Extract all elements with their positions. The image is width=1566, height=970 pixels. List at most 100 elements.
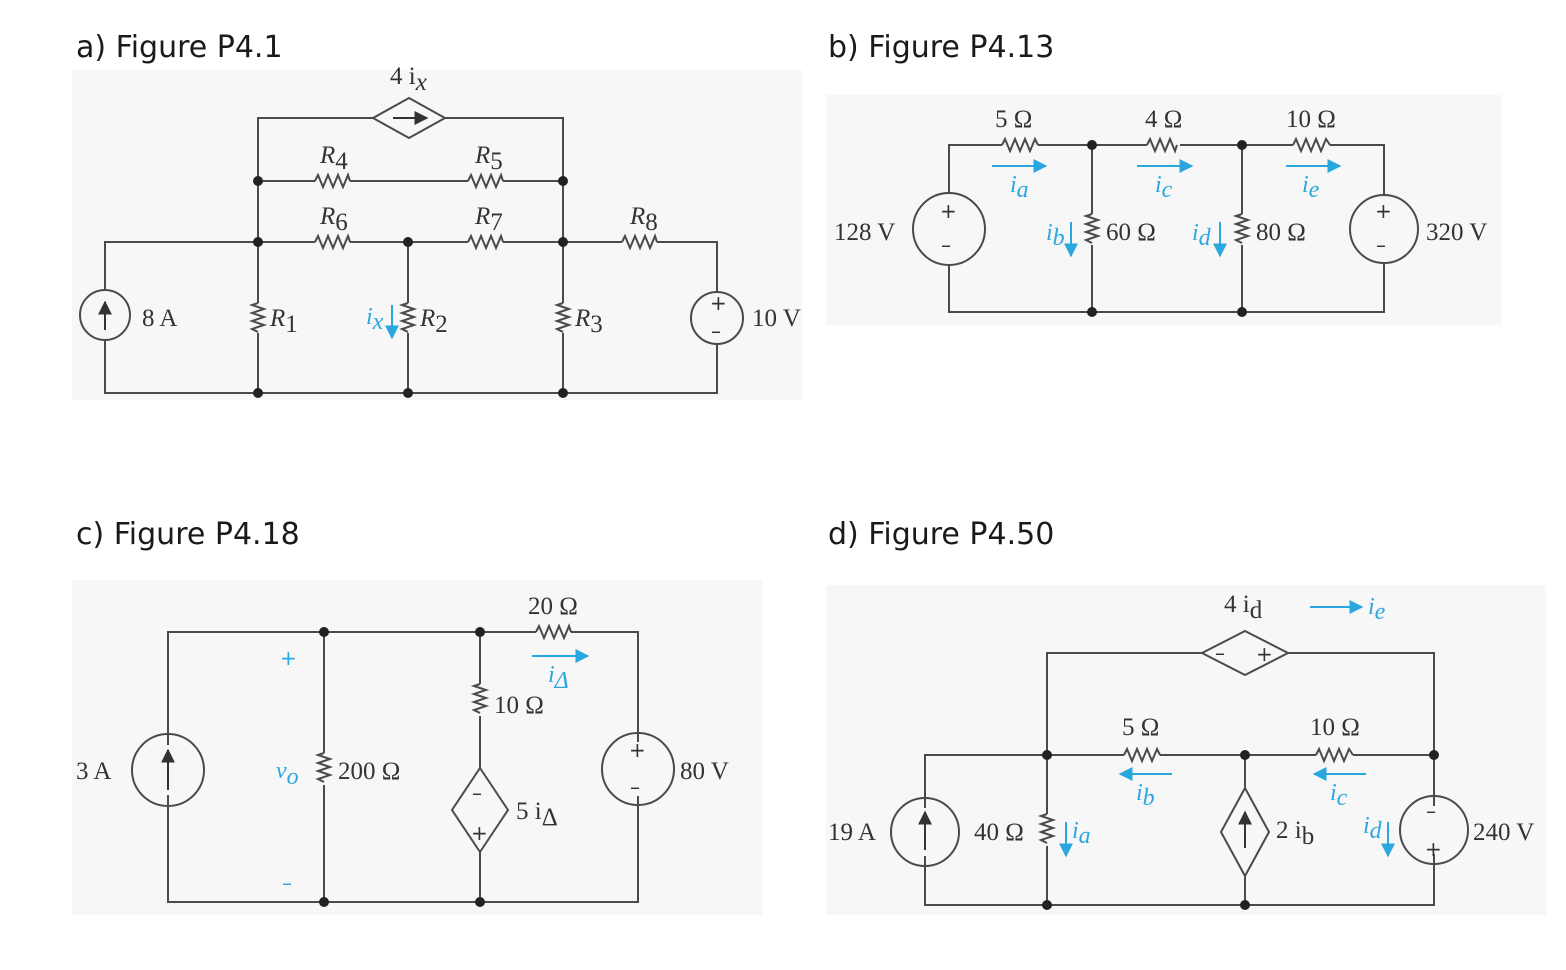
caption-figure-b: b) Figure P4.13 [828, 30, 1055, 65]
svg-text:4 id: 4 id [1224, 591, 1263, 624]
figure-d-labels: 4 id ie 5 Ω 10 Ω 40 Ω ib ic ia id 19 A 2… [828, 591, 1534, 850]
label-80v: 80 V [680, 758, 729, 785]
dependent-voltage-source-d [1199, 629, 1291, 677]
figure-a-background [72, 70, 802, 400]
resistor-r7 [467, 233, 504, 251]
label-ie-d: i [1368, 594, 1375, 620]
svg-text:–: – [1215, 641, 1225, 665]
svg-text:ix: ix [366, 304, 384, 335]
svg-text:5 iΔ: 5 iΔ [516, 798, 558, 831]
label-8a: 8 A [142, 305, 177, 332]
current-source-8a [79, 289, 131, 341]
label-240v: 240 V [1473, 819, 1534, 846]
resistor-r1 [248, 302, 268, 333]
label-vo: v [276, 758, 287, 784]
resistor-5ohm-d [1123, 746, 1161, 764]
label-4ix: 4 i [390, 63, 416, 90]
dependent-current-source-d [1219, 785, 1271, 879]
voltage-source-128v [912, 192, 986, 266]
svg-text:ia: ia [1072, 818, 1091, 849]
resistor-4ohm [1146, 136, 1178, 154]
svg-text:+: + [1375, 199, 1392, 223]
svg-text:R5: R5 [474, 142, 503, 175]
label-10ohm-c: 10 Ω [494, 692, 544, 719]
label-r3: R [574, 305, 590, 332]
svg-text:+: + [710, 291, 727, 315]
label-5i-delta: 5 i [516, 798, 542, 825]
svg-text:R1: R1 [269, 305, 298, 338]
label-ie: i [1302, 172, 1309, 198]
svg-text:R8: R8 [629, 203, 658, 236]
svg-text:+: + [280, 646, 297, 670]
figure-b-circuit: +– +– [912, 136, 1419, 317]
figure-b-background [826, 95, 1501, 325]
svg-text:ic: ic [1155, 172, 1173, 203]
label-r8: R [629, 203, 645, 230]
voltage-source-320v [1349, 194, 1419, 264]
svg-text:vo: vo [276, 758, 299, 790]
resistor-80ohm [1232, 213, 1252, 244]
voltage-source-80v [601, 732, 675, 806]
label-60ohm: 60 Ω [1106, 219, 1156, 246]
svg-text:–: – [1376, 233, 1386, 257]
resistor-r8 [621, 233, 658, 251]
label-r4: R [319, 142, 335, 169]
resistor-r2 [398, 302, 418, 333]
svg-text:–: – [282, 871, 292, 895]
label-r7: R [474, 203, 490, 230]
label-i-delta: i [548, 662, 555, 688]
figure-c-background [72, 580, 762, 915]
figure-d-circuit: – + – + [890, 600, 1469, 910]
label-ic-d: i [1330, 780, 1337, 806]
label-128v: 128 V [834, 219, 895, 246]
caption-figure-d: d) Figure P4.50 [828, 517, 1055, 552]
resistor-r6 [314, 233, 351, 251]
label-r1: R [269, 305, 285, 332]
svg-text:ie: ie [1368, 594, 1386, 625]
current-source-19a [890, 797, 960, 867]
label-20ohm: 20 Ω [528, 593, 578, 620]
svg-text:+: + [1256, 642, 1273, 666]
svg-text:id: id [1363, 813, 1383, 844]
svg-text:+: + [629, 738, 646, 762]
label-4id: 4 i [1224, 591, 1250, 618]
resistor-20ohm [535, 623, 572, 641]
svg-text:R7: R7 [474, 203, 503, 236]
svg-text:ia: ia [1010, 172, 1029, 203]
svg-text:+: + [1425, 837, 1442, 861]
label-id: i [1192, 220, 1199, 246]
svg-text:–: – [1426, 799, 1436, 823]
resistor-r5 [467, 172, 504, 190]
figure-c-circuit: +– –+ + – [131, 623, 675, 907]
resistor-r4 [314, 172, 351, 190]
svg-text:ib: ib [1046, 220, 1065, 251]
label-r6: R [319, 203, 335, 230]
label-5ohm-d: 5 Ω [1122, 714, 1159, 741]
resistor-10ohm-d [1315, 746, 1354, 764]
svg-text:R2: R2 [419, 305, 448, 338]
caption-figure-c: c) Figure P4.18 [76, 517, 300, 552]
label-ic: i [1155, 172, 1162, 198]
svg-text:–: – [711, 319, 721, 343]
label-40ohm: 40 Ω [974, 819, 1024, 846]
svg-text:–: – [941, 233, 951, 257]
label-10ohm-d: 10 Ω [1310, 714, 1360, 741]
resistor-40ohm [1037, 813, 1057, 844]
label-320v: 320 V [1426, 219, 1487, 246]
label-ia: i [1010, 172, 1017, 198]
current-source-3a [131, 733, 205, 807]
label-r2: R [419, 305, 435, 332]
figure-a-labels: 4 ix R4 R5 R6 R7 R8 R1 R2 R3 ix 8 A 10 V [142, 63, 801, 338]
label-200ohm: 200 Ω [338, 758, 400, 785]
figure-c-labels: 20 Ω 10 Ω 200 Ω 3 A 80 V 5 iΔ iΔ vo [76, 593, 729, 831]
label-ia-d: i [1072, 818, 1079, 844]
svg-text:R6: R6 [319, 203, 348, 236]
label-r5: R [474, 142, 490, 169]
svg-text:–: – [630, 775, 640, 799]
figure-b-labels: 5 Ω 4 Ω 10 Ω 60 Ω 80 Ω 128 V 320 V ia ic… [834, 106, 1487, 251]
voltage-source-10v [690, 291, 744, 345]
svg-text:ib: ib [1136, 780, 1155, 811]
label-ib: i [1046, 220, 1053, 246]
